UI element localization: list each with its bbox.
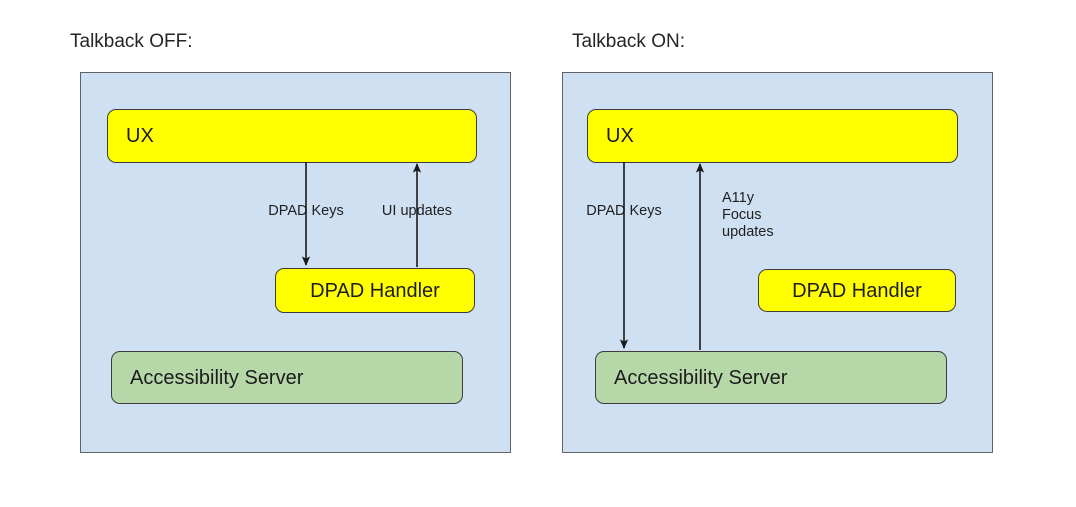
node-ux-off-label: UX (126, 125, 154, 147)
edge-label-a11y-focus-updates-on: A11y Focus updates (722, 190, 774, 240)
panel-talkback-on: UX DPAD Handler Accessibility Server (562, 72, 993, 453)
node-dpad-handler-on-label: DPAD Handler (792, 279, 922, 302)
node-accessibility-server-off-label: Accessibility Server (130, 366, 304, 389)
node-accessibility-server-off[interactable]: Accessibility Server (111, 351, 463, 404)
node-accessibility-server-on[interactable]: Accessibility Server (595, 351, 947, 404)
edge-label-dpad-keys-on: DPAD Keys (586, 203, 662, 219)
node-ux-on-label: UX (606, 125, 634, 147)
panel-title-talkback-off: Talkback OFF: (70, 31, 193, 52)
node-dpad-handler-on[interactable]: DPAD Handler (758, 269, 956, 312)
node-dpad-handler-off[interactable]: DPAD Handler (275, 268, 475, 313)
panel-title-talkback-on: Talkback ON: (572, 31, 685, 52)
edge-label-ui-updates-off: UI updates (381, 203, 453, 219)
node-ux-off[interactable]: UX (107, 109, 477, 163)
node-dpad-handler-off-label: DPAD Handler (310, 279, 440, 302)
node-accessibility-server-on-label: Accessibility Server (614, 366, 788, 389)
node-ux-on[interactable]: UX (587, 109, 958, 163)
panel-talkback-off: UX DPAD Handler Accessibility Server (80, 72, 511, 453)
edge-label-dpad-keys-off: DPAD Keys (268, 203, 344, 219)
